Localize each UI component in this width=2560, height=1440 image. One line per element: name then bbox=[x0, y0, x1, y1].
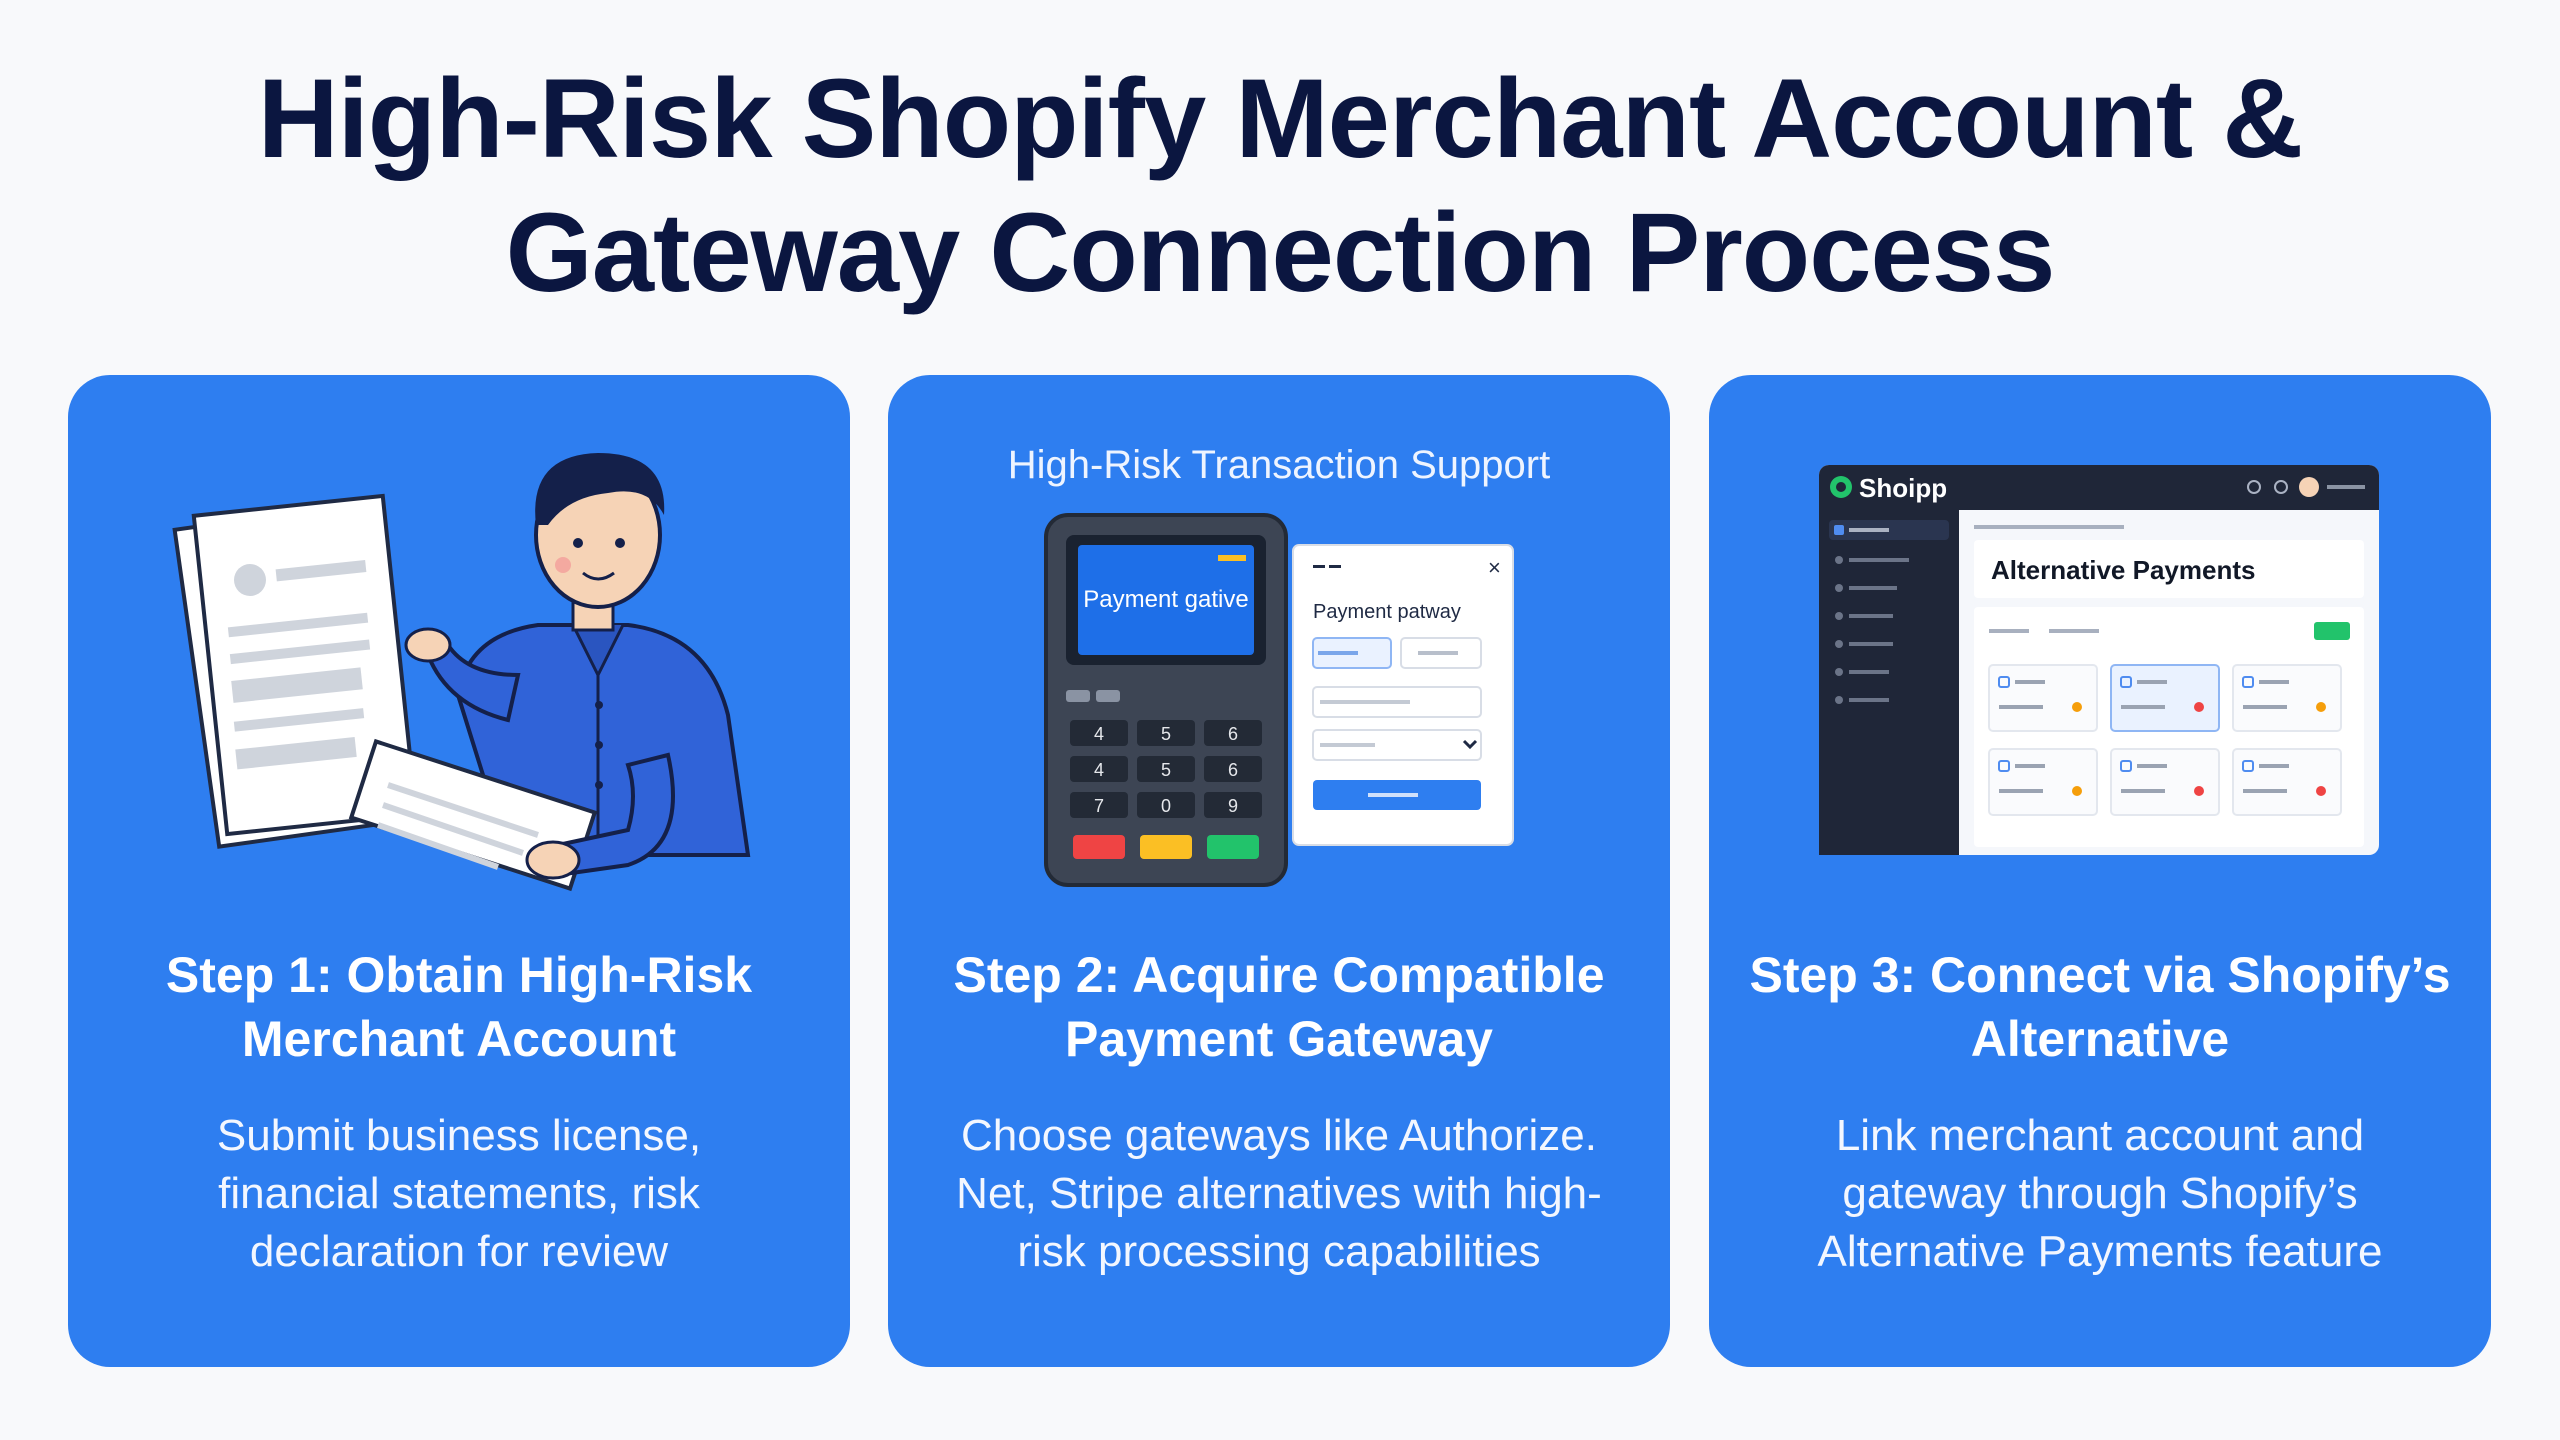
keypad-key-label: 4 bbox=[1094, 760, 1104, 780]
payment-method-tile bbox=[2110, 664, 2220, 732]
person-icon bbox=[348, 453, 751, 892]
keypad-key-label: 6 bbox=[1228, 760, 1238, 780]
step-2-desc-line-2: Net, Stripe alternatives with high- bbox=[956, 1169, 1602, 1218]
step-3-description: Link merchant account and gateway throug… bbox=[1739, 1107, 2461, 1281]
step-1-title: Step 1: Obtain High-Risk Merchant Accoun… bbox=[88, 943, 830, 1071]
payment-method-tile bbox=[2110, 748, 2220, 816]
dashboard-illustration: Shoipp Alternative Payments bbox=[1819, 465, 2379, 855]
step-1-desc-line-1: Submit business license, bbox=[216, 1111, 702, 1160]
keypad-key bbox=[1137, 792, 1195, 818]
payment-terminal-illustration: Payment gative 4 5 6 4 5 6 7 0 9 × Payment patwa… bbox=[1044, 513, 1514, 887]
keypad-key-label: 6 bbox=[1228, 724, 1238, 744]
step-2-desc-line-1: Choose gateways like Authorize. bbox=[961, 1111, 1597, 1160]
keypad-key bbox=[1137, 756, 1195, 782]
step-1-desc-line-3: declaration for review bbox=[249, 1227, 669, 1276]
step-3-title: Step 3: Connect via Shopify’s Alternativ… bbox=[1729, 943, 2471, 1071]
step-1-desc-line-2: financial statements, risk bbox=[218, 1169, 700, 1218]
keypad-key bbox=[1204, 792, 1262, 818]
step-2-description: Choose gateways like Authorize. Net, Str… bbox=[918, 1107, 1640, 1281]
card-terminal-icon: Payment gative 4 5 6 4 5 6 7 0 9 bbox=[1044, 513, 1288, 887]
step-3-title-line-2: Alternative bbox=[1970, 1011, 2230, 1067]
step-3-card: Shoipp Alternative Payments Step 3: Conn… bbox=[1709, 375, 2491, 1367]
keypad-key-label: 9 bbox=[1228, 796, 1238, 816]
add-button bbox=[2314, 622, 2350, 640]
payment-method-tile bbox=[2232, 748, 2342, 816]
step-1-description: Submit business license, financial state… bbox=[98, 1107, 820, 1281]
bell-icon bbox=[2274, 480, 2288, 494]
payment-method-tile bbox=[1988, 748, 2098, 816]
app-name: Shoipp bbox=[1859, 473, 1947, 503]
step-1-title-line-2: Merchant Account bbox=[241, 1011, 677, 1067]
step-3-desc-line-3: Alternative Payments feature bbox=[1817, 1227, 2383, 1276]
panel-title: Alternative Payments bbox=[1991, 555, 2255, 585]
step-2-title-line-1: Step 2: Acquire Compatible bbox=[953, 947, 1605, 1003]
keypad-key-label: 0 bbox=[1161, 796, 1171, 816]
page-title-line-2: Gateway Connection Process bbox=[505, 190, 2056, 315]
keypad-key bbox=[1204, 720, 1262, 746]
document-stack-icon bbox=[172, 493, 419, 849]
cancel-key bbox=[1073, 835, 1125, 859]
keypad-key-label: 7 bbox=[1094, 796, 1104, 816]
step-1-card: Step 1: Obtain High-Risk Merchant Accoun… bbox=[68, 375, 850, 1367]
payment-tiles bbox=[1988, 664, 2342, 816]
page-title: High-Risk Shopify Merchant Account & Gat… bbox=[0, 52, 2560, 320]
payment-method-tile bbox=[2232, 664, 2342, 732]
step-3-title-line-1: Step 3: Connect via Shopify’s bbox=[1749, 947, 2451, 1003]
keypad-key bbox=[1204, 756, 1262, 782]
close-icon: × bbox=[1488, 555, 1501, 580]
avatar bbox=[2299, 477, 2319, 497]
keypad-key bbox=[1070, 720, 1128, 746]
keypad-key bbox=[1070, 756, 1128, 782]
document-review-illustration bbox=[172, 453, 751, 892]
chevron-down-icon bbox=[1462, 739, 1478, 750]
payment-gateway-popup: × Payment patway bbox=[1292, 544, 1514, 846]
step-3-desc-line-2: gateway through Shopify’s bbox=[1842, 1169, 2358, 1218]
step-3-desc-line-1: Link merchant account and bbox=[1835, 1111, 2365, 1160]
step-2-desc-line-3: risk processing capabilities bbox=[1017, 1227, 1541, 1276]
step-2-title: Step 2: Acquire Compatible Payment Gatew… bbox=[908, 943, 1650, 1071]
clear-key bbox=[1140, 835, 1192, 859]
terminal-screen-text: Payment gative bbox=[1083, 586, 1248, 613]
keypad-key-label: 5 bbox=[1161, 724, 1171, 744]
help-icon bbox=[2247, 480, 2261, 494]
keypad-key-label: 4 bbox=[1094, 724, 1104, 744]
step-1-title-line-1: Step 1: Obtain High-Risk bbox=[165, 947, 753, 1003]
payment-method-tile bbox=[1988, 664, 2098, 732]
page-title-line-1: High-Risk Shopify Merchant Account & bbox=[257, 56, 2303, 181]
keypad-key-label: 5 bbox=[1161, 760, 1171, 780]
keypad-key bbox=[1137, 720, 1195, 746]
popup-title: Payment patway bbox=[1313, 601, 1461, 623]
step-2-title-line-2: Payment Gateway bbox=[1065, 1011, 1493, 1067]
high-risk-support-label: High-Risk Transaction Support bbox=[1007, 443, 1551, 487]
enter-key bbox=[1207, 835, 1259, 859]
keypad: 4 5 6 4 5 6 7 0 9 bbox=[1070, 720, 1262, 818]
keypad-key bbox=[1070, 792, 1128, 818]
step-2-card: High-Risk Transaction Support Payment ga… bbox=[888, 375, 1670, 1367]
